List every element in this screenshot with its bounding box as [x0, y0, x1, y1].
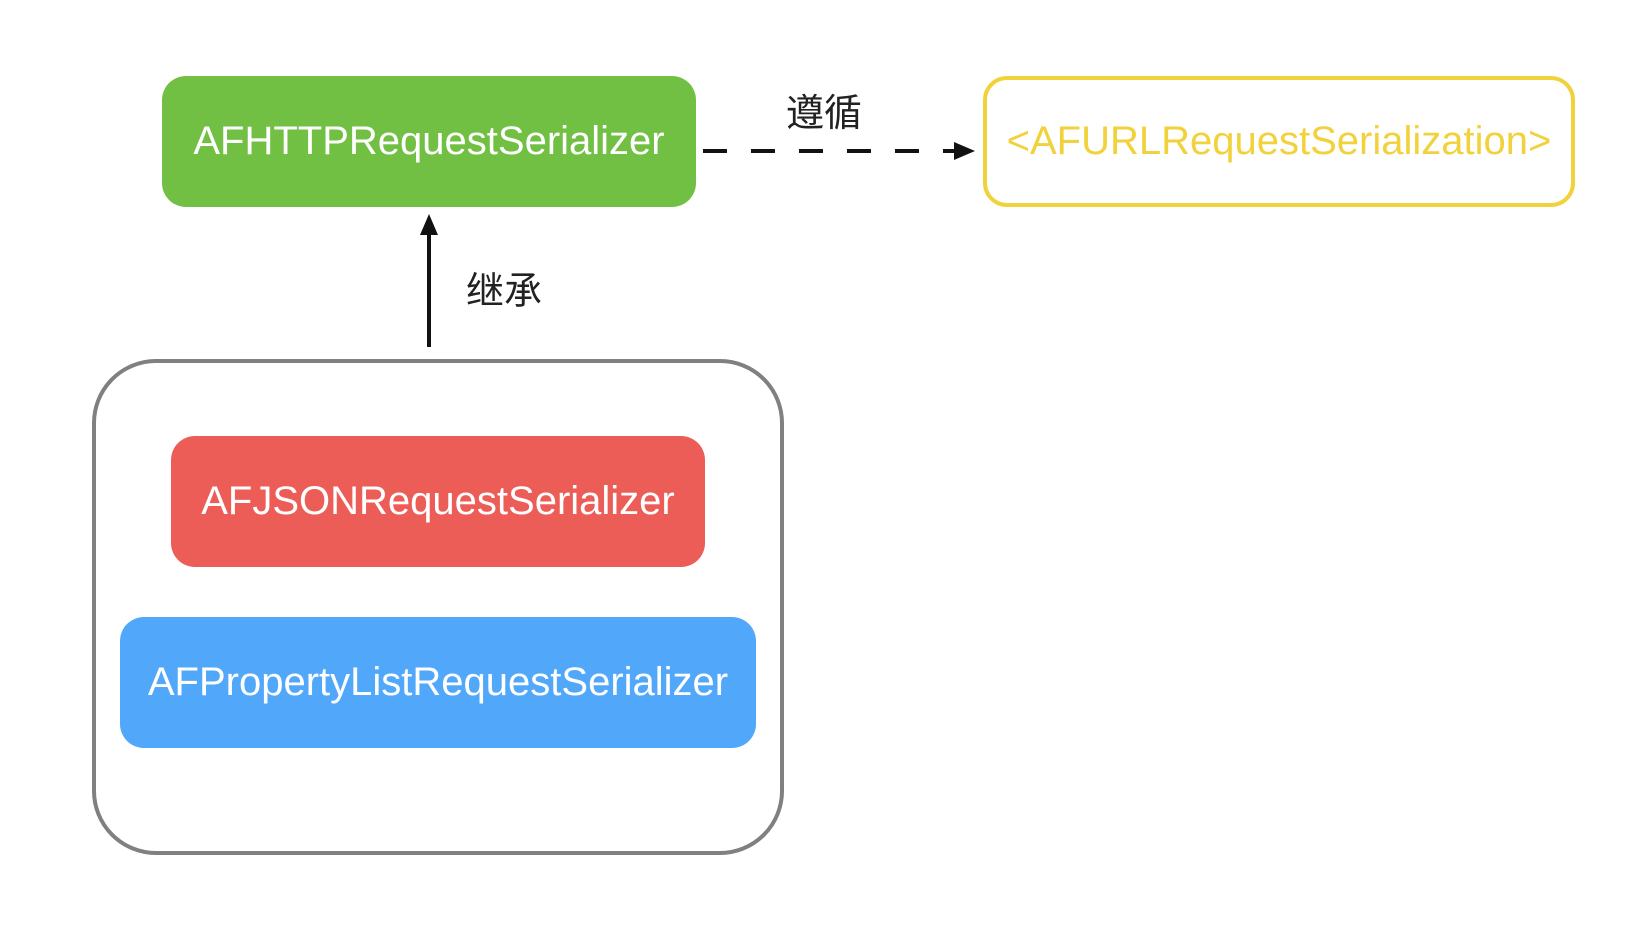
http-request-serializer-node: AFHTTPRequestSerializer: [162, 76, 696, 207]
conforms-edge-label: 遵循: [786, 91, 863, 135]
json-request-serializer-node: AFJSONRequestSerializer: [171, 436, 705, 567]
conforms-arrow-head: [954, 142, 975, 160]
subclasses-group: [92, 359, 784, 855]
property-list-request-serializer-node: AFPropertyListRequestSerializer: [120, 617, 756, 748]
inherits-arrow-head: [420, 214, 438, 235]
url-request-serialization-protocol-node: <AFURLRequestSerialization>: [983, 76, 1575, 207]
inherits-edge-label: 继承: [466, 269, 543, 313]
